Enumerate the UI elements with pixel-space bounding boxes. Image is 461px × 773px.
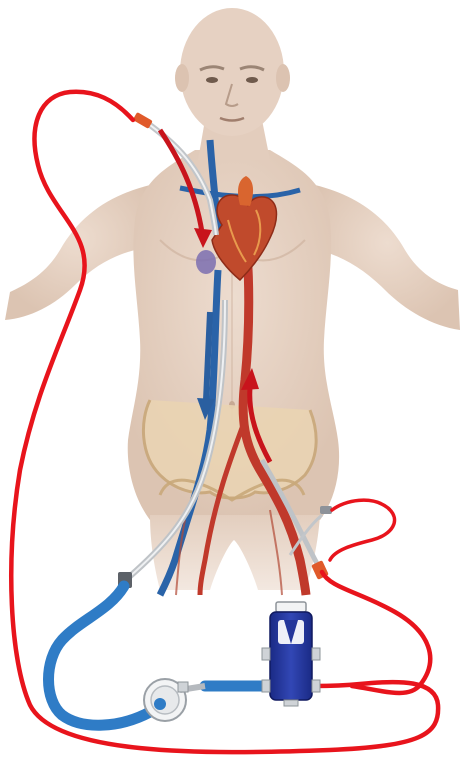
right-arm: [315, 185, 460, 330]
centrifugal-pump-icon: [144, 679, 205, 721]
head: [180, 8, 284, 136]
right-ear: [276, 64, 290, 92]
arterial-line: [322, 572, 430, 693]
human-figure: [5, 8, 460, 590]
left-eye: [206, 77, 218, 83]
drainage-line: [49, 586, 151, 725]
distal-perfusion-loop: [330, 500, 395, 560]
distal-perfusion-connector: [320, 506, 332, 514]
arrow-down-venous: [206, 312, 210, 400]
left-ear: [175, 64, 189, 92]
membrane-oxygenator-icon: [262, 602, 320, 706]
right-eye: [246, 77, 258, 83]
